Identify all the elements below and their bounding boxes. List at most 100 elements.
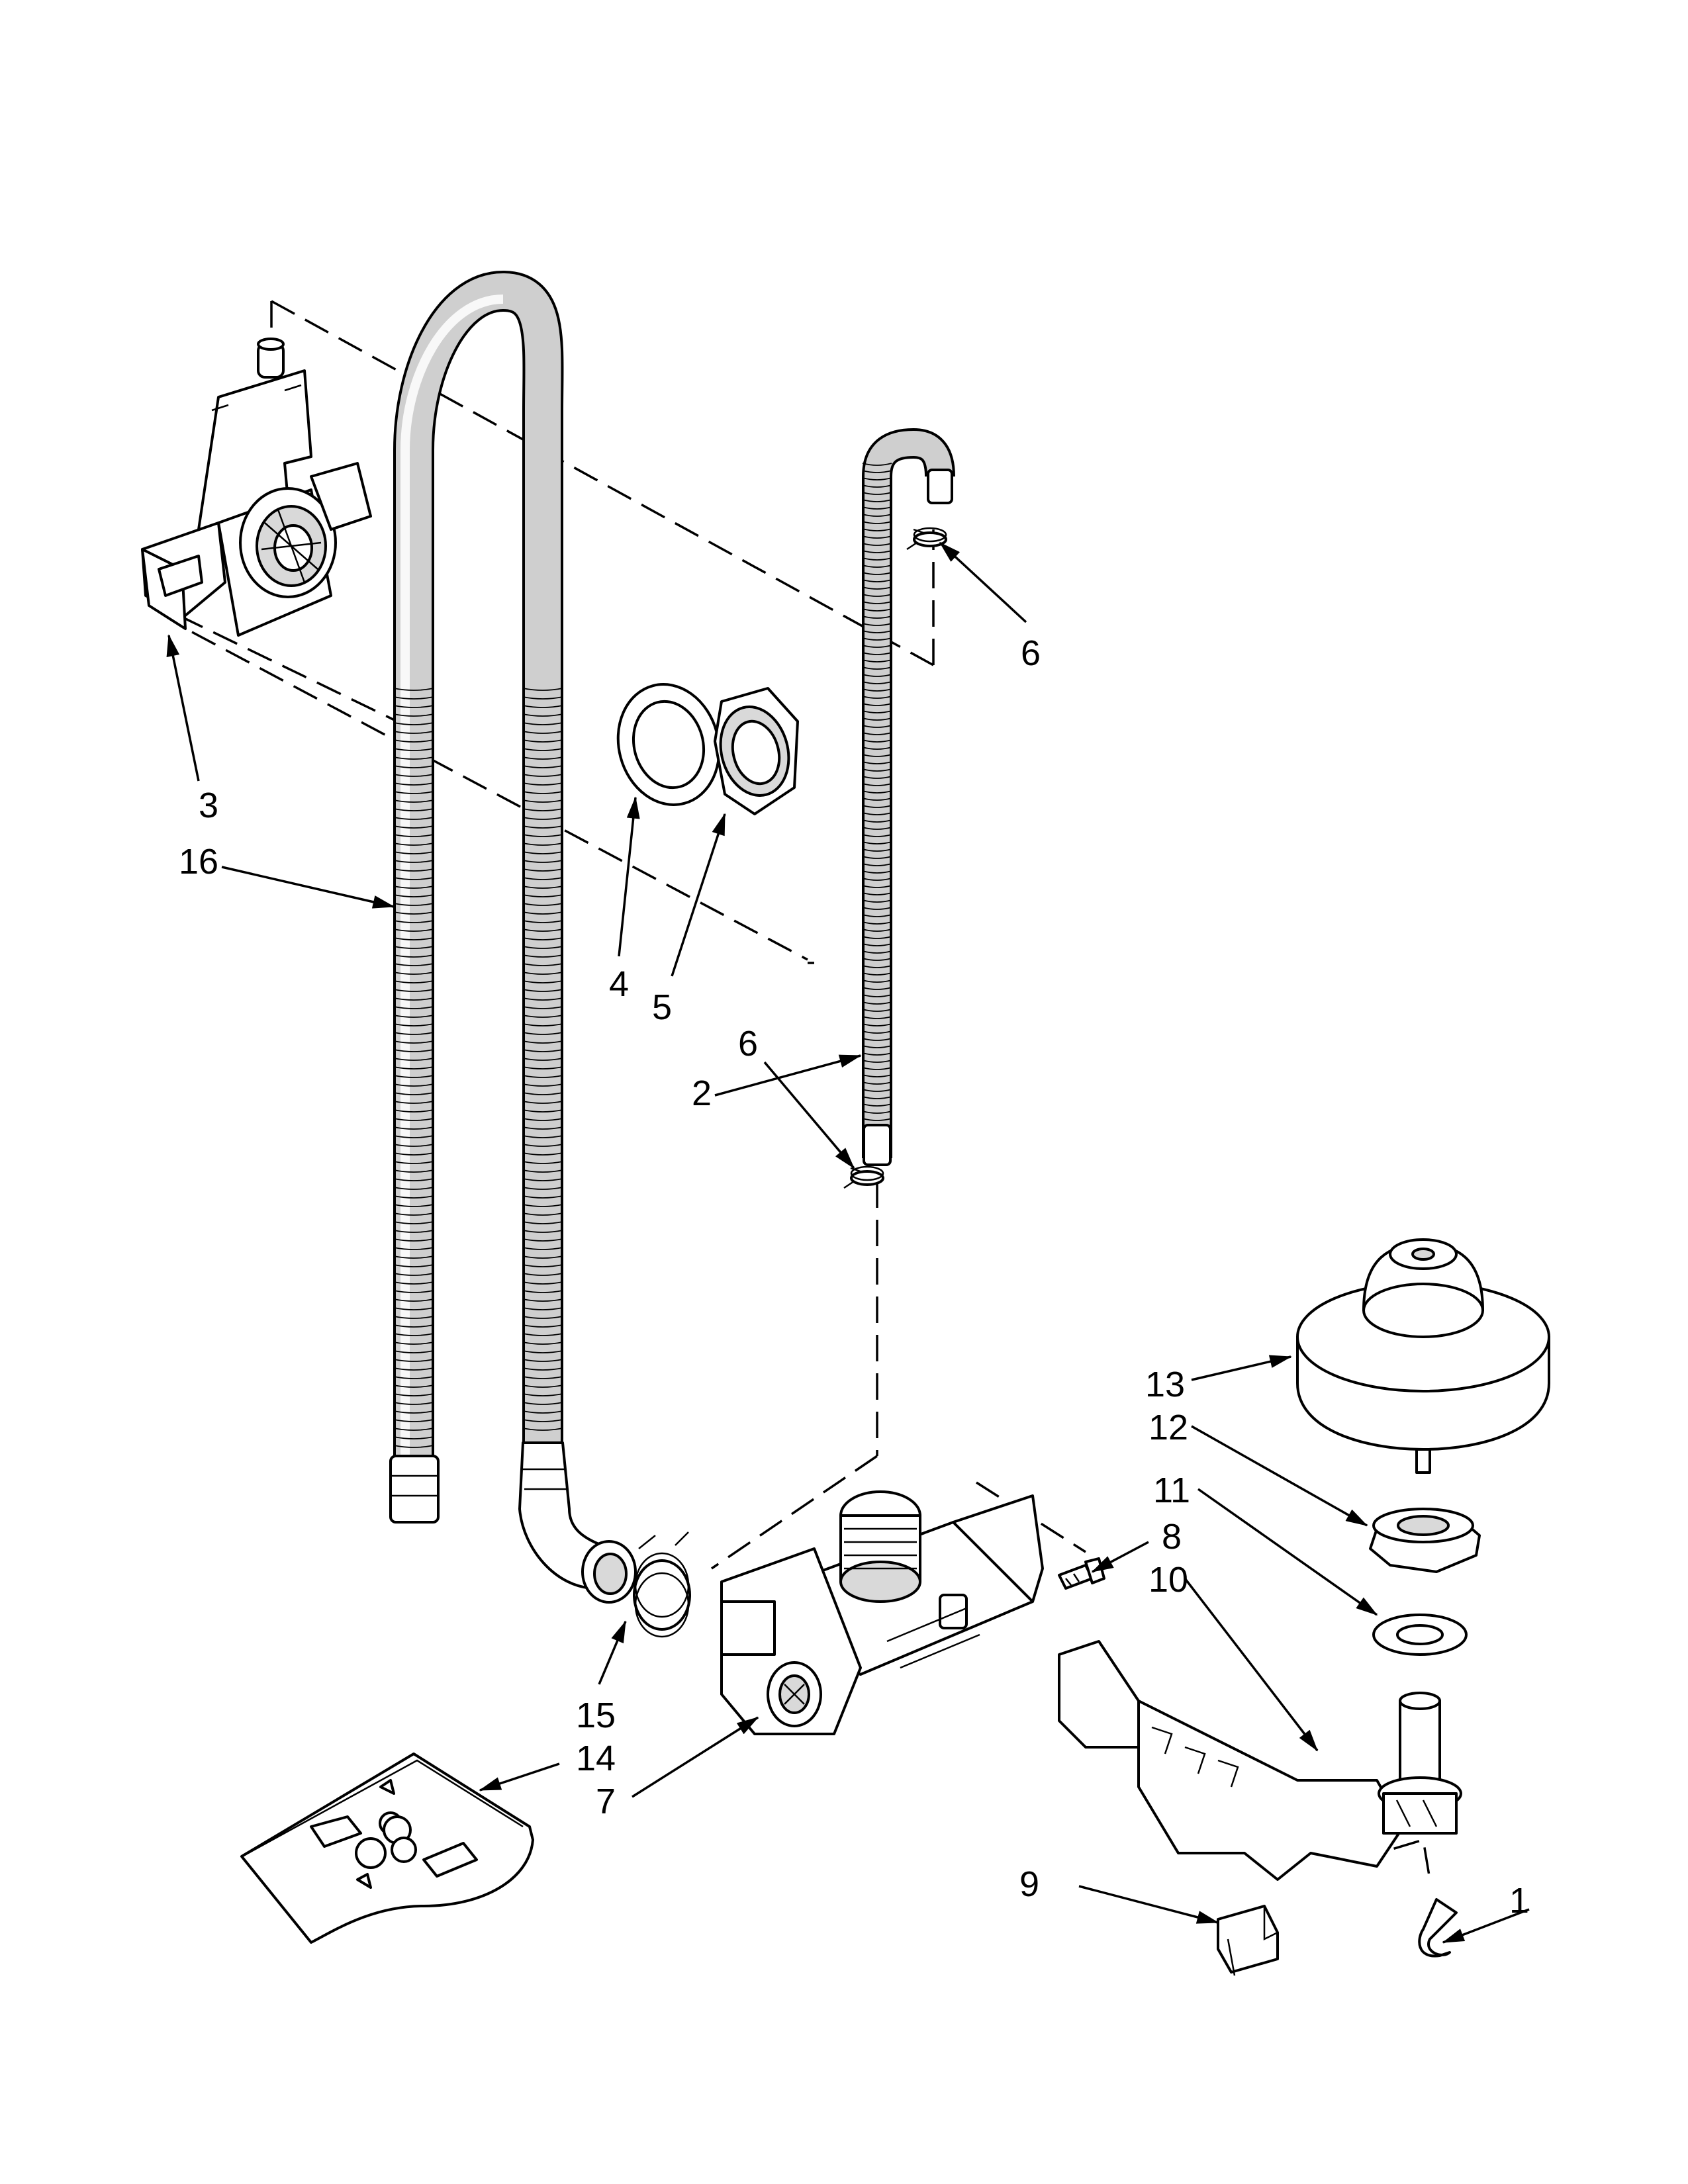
hose-rib <box>393 705 434 708</box>
hose-rib <box>393 1255 434 1259</box>
hose-rib <box>522 1212 563 1216</box>
inlet-valve-part-7 <box>720 1490 1044 1735</box>
hose-rib <box>862 666 892 670</box>
hose-rib <box>862 586 892 590</box>
hose-rib <box>522 997 563 1001</box>
hose-rib <box>393 731 434 734</box>
hose-rib <box>862 645 892 648</box>
hose-rib <box>862 499 892 502</box>
leader-15 <box>598 1620 627 1685</box>
hose-rib <box>862 914 892 917</box>
callout-11: 11 <box>1153 1471 1190 1510</box>
hose-rib <box>862 608 892 612</box>
callout-6a: 6 <box>1021 633 1041 673</box>
hose-rib <box>393 1402 434 1405</box>
hose-rib <box>862 1030 892 1034</box>
hose-rib <box>393 842 434 846</box>
hose-ribs-left <box>393 688 434 1448</box>
hose-rib <box>522 911 563 915</box>
hose-rib <box>522 1342 563 1345</box>
hose-rib <box>393 1419 434 1422</box>
leader-14 <box>479 1762 560 1792</box>
hose-rib <box>522 1083 563 1087</box>
washer-part-11 <box>1372 1614 1468 1656</box>
hose-rib <box>862 477 892 480</box>
hose-rib <box>862 572 892 575</box>
hose-rib <box>862 1038 892 1041</box>
hardware-bag-part-14 <box>240 1752 534 1944</box>
hose-rib <box>862 717 892 721</box>
hose-rib <box>393 1247 434 1250</box>
hose-clamp-part-6-lower <box>843 1165 884 1189</box>
hose-rib <box>862 827 892 830</box>
hose-rib <box>393 1101 434 1104</box>
hose-rib <box>862 987 892 990</box>
hose-rib <box>862 579 892 582</box>
hose-rib <box>862 929 892 932</box>
leader-11 <box>1197 1488 1378 1616</box>
hose-rib <box>522 1006 563 1009</box>
hose-rib <box>393 997 434 1001</box>
hose-rib <box>522 1350 563 1353</box>
hose-rib <box>393 1359 434 1362</box>
hose-rib <box>393 696 434 700</box>
fill-hose-ribs <box>862 463 892 1121</box>
hose-rib <box>522 774 563 777</box>
hose-rib <box>522 980 563 983</box>
screw-part-8 <box>1058 1557 1105 1590</box>
hose-rib <box>393 1049 434 1052</box>
hose-rib <box>862 776 892 779</box>
hose-rib <box>862 950 892 954</box>
leader-lines <box>166 541 1530 1944</box>
hose-rib <box>393 860 434 863</box>
hex-nut-part-12 <box>1369 1508 1481 1573</box>
hose-rib <box>862 863 892 866</box>
hose-rib <box>862 463 892 466</box>
leader-8 <box>1091 1541 1149 1573</box>
hose-rib <box>522 739 563 743</box>
hose-rib <box>522 1290 563 1293</box>
hose-rib <box>862 703 892 706</box>
clip-part-1 <box>1418 1898 1458 1958</box>
hose-rib <box>393 1393 434 1396</box>
hose-rib <box>393 946 434 949</box>
hose-rib <box>862 885 892 888</box>
hose-rib <box>522 1402 563 1405</box>
hose-rib <box>393 1367 434 1371</box>
hose-rib <box>862 506 892 510</box>
hose-clamp-part-6-upper <box>906 527 947 551</box>
hose-rib <box>862 470 892 473</box>
hose-rib <box>522 1324 563 1328</box>
hose-rib <box>393 713 434 717</box>
hose-rib <box>862 812 892 815</box>
hose-rib <box>393 980 434 983</box>
hose-rib <box>393 877 434 880</box>
hose-rib <box>862 805 892 808</box>
hose-rib <box>522 1023 563 1026</box>
hose-rib <box>393 1238 434 1242</box>
hose-rib <box>393 1307 434 1310</box>
hose-rib <box>522 705 563 708</box>
hose-rib <box>393 1178 434 1181</box>
hose-rib <box>393 1376 434 1379</box>
hose-rib <box>393 929 434 932</box>
callout-16: 16 <box>179 842 218 882</box>
hose-rib <box>862 725 892 728</box>
hose-rib <box>393 1436 434 1439</box>
hose-rib <box>522 1161 563 1164</box>
hose-rib <box>522 842 563 846</box>
hose-rib <box>522 1273 563 1276</box>
hose-rib <box>522 1298 563 1302</box>
hose-rib <box>862 492 892 495</box>
callout-10: 10 <box>1149 1560 1188 1600</box>
hose-rib <box>522 1359 563 1362</box>
hose-rib <box>862 1103 892 1107</box>
hose-rib <box>862 543 892 546</box>
hose-rib <box>862 615 892 619</box>
hose-rib <box>522 808 563 811</box>
hose-rib <box>522 825 563 829</box>
hose-rib <box>522 1144 563 1147</box>
spring-clamp-part-15 <box>633 1531 691 1638</box>
hose-rib <box>393 1135 434 1138</box>
